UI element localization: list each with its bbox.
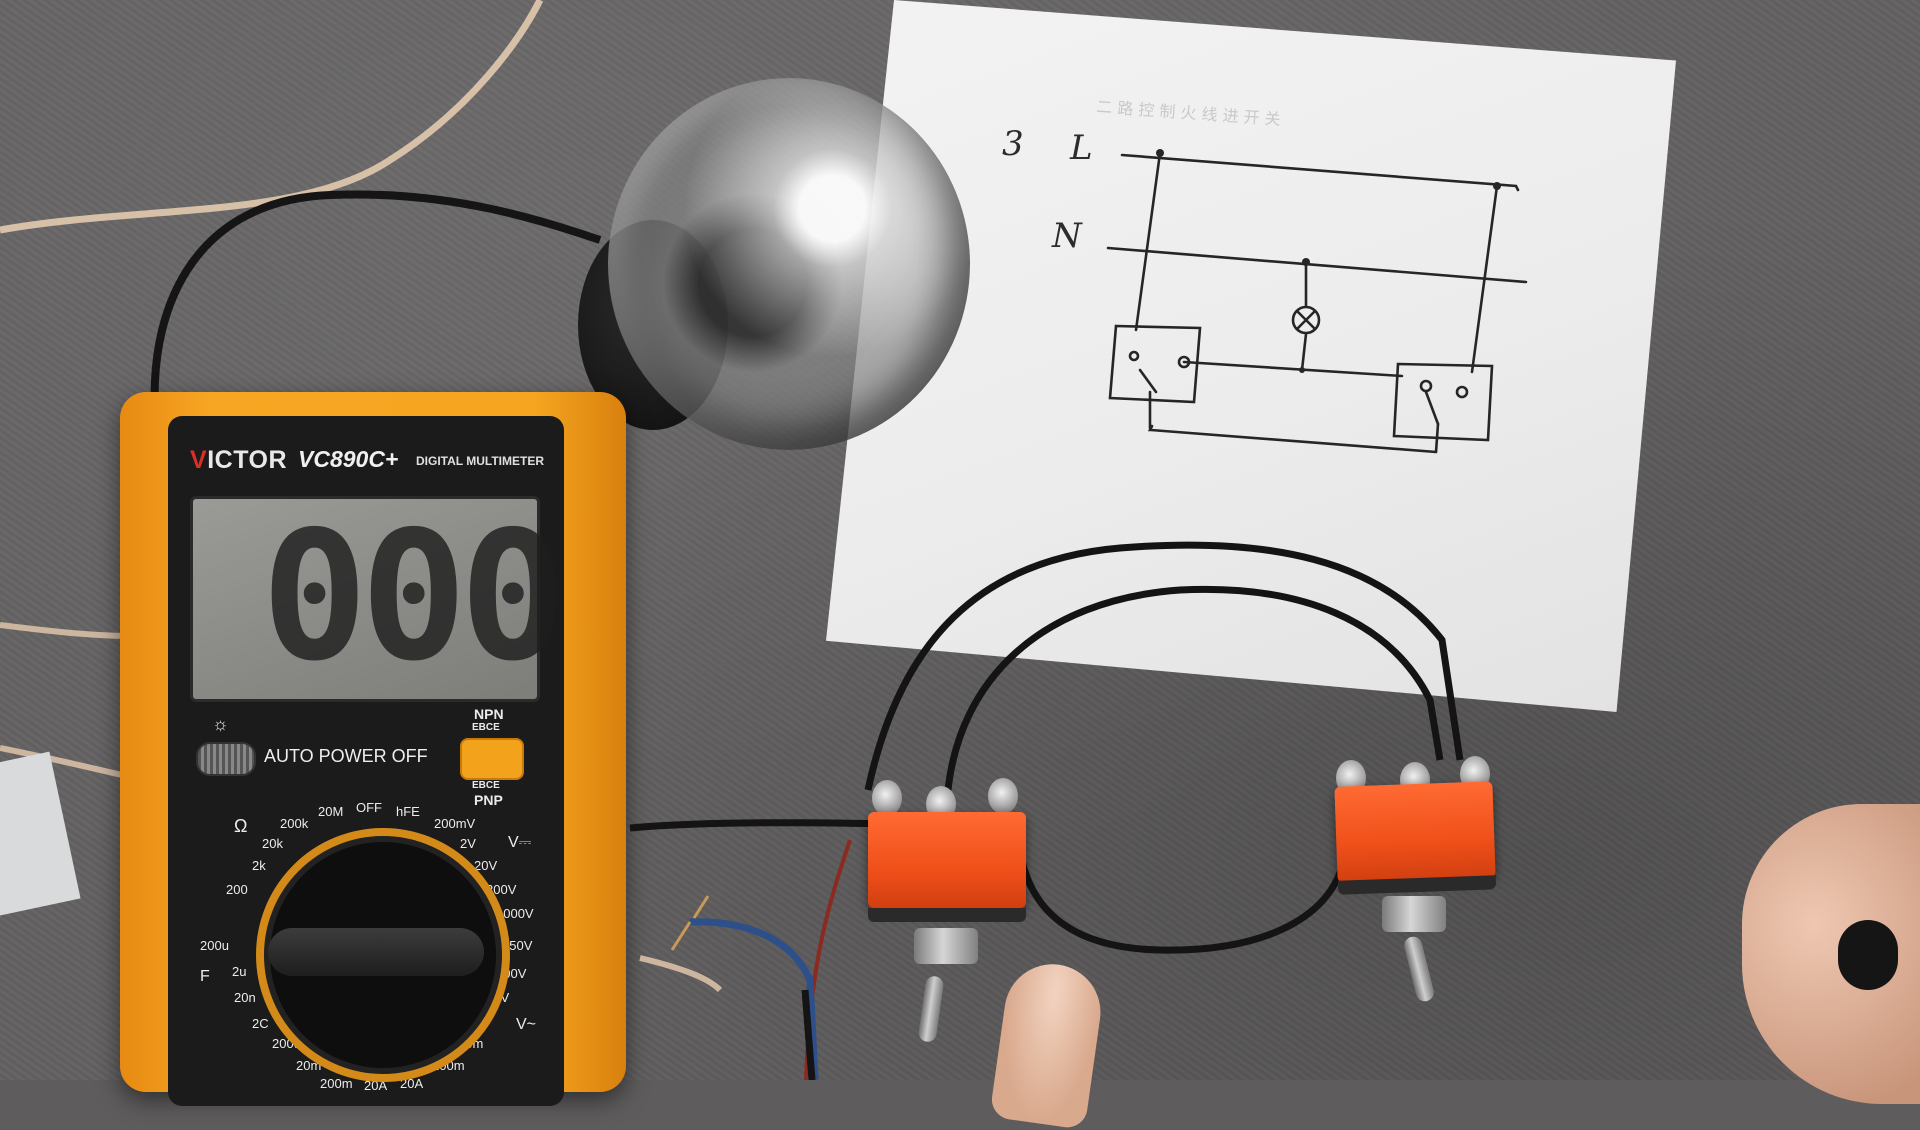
right-switch-down — [1434, 422, 1440, 454]
beige-wire — [0, 0, 544, 234]
range-20m: 20M — [318, 804, 344, 819]
range-2v: 2V — [460, 836, 476, 851]
lcd-display: 000 — [190, 496, 566, 702]
range-200u: 200u — [200, 938, 229, 953]
backlight-icon: ☼ — [212, 714, 229, 734]
ebce-top-label: EBCE — [472, 722, 500, 733]
neutral-line — [1106, 246, 1528, 284]
black-wire-loop — [1014, 827, 1348, 954]
range-capacitance: F — [200, 968, 210, 985]
black-wire-traveller-outer — [864, 541, 1464, 791]
lamp-to-switch — [1300, 332, 1308, 372]
pnp-label: PNP — [474, 792, 503, 808]
multimeter-model: VC890C+ — [298, 446, 399, 472]
range-vac: V~ — [516, 1016, 537, 1033]
range-vdc: V⎓ — [508, 834, 532, 851]
range-2u: 2u — [232, 964, 247, 979]
range-200: 200 — [226, 882, 248, 897]
diagram-neutral-label: N — [1052, 216, 1082, 256]
range-ohm: Ω — [234, 816, 248, 836]
switch-left-box — [1108, 324, 1202, 404]
live-drop-left — [1134, 151, 1162, 332]
range-20n: 20n — [234, 990, 256, 1005]
multimeter-subtitle: DIGITAL MULTIMETER — [416, 454, 544, 468]
range-2c: 2C — [252, 1016, 269, 1031]
range-2k: 2k — [252, 858, 266, 873]
switch-1-base — [868, 908, 1026, 922]
beige-wire-bottom — [639, 955, 723, 993]
diagram-live-label: L — [1070, 128, 1093, 168]
range-200k: 200k — [280, 816, 309, 831]
live-drop-right — [1470, 184, 1499, 374]
beige-wire-left — [0, 622, 131, 639]
light-bulb — [608, 78, 970, 450]
lcd-reading: 000 — [261, 493, 566, 700]
range-200mv: 200mV — [434, 816, 476, 831]
dial-knob[interactable] — [268, 928, 484, 976]
right-switch-blade — [1424, 390, 1440, 426]
multimeter-brand: VICTOR — [190, 446, 288, 474]
range-off: OFF — [356, 800, 382, 815]
hfe-socket[interactable] — [460, 738, 524, 780]
tool-handle — [1838, 920, 1898, 990]
switch-right-box — [1392, 362, 1494, 442]
ebce-bottom-label: EBCE — [472, 780, 500, 791]
black-wire-traveller-inner — [944, 585, 1444, 791]
black-wire-lamp — [150, 190, 602, 411]
auto-power-off-label: AUTO POWER OFF — [264, 746, 428, 766]
diagram-number: 3 — [1002, 124, 1024, 164]
multimeter: VICTOR VC890C+ DIGITAL MULTIMETER 000 ☼ … — [120, 392, 626, 1106]
blue-wire — [689, 918, 819, 1080]
range-20k: 20k — [262, 836, 283, 851]
switch-2-nut — [1382, 896, 1446, 932]
black-wire-bottom — [801, 989, 816, 1080]
range-1000v: 1000V — [496, 906, 534, 921]
switch-1-terminal-1 — [872, 780, 902, 816]
live-line — [1120, 153, 1520, 192]
switch-2-body — [1334, 781, 1496, 883]
switch-1-nut — [914, 928, 978, 964]
circuit-diagram: 二 路 控 制 火 线 进 开 关 — [1096, 97, 1528, 454]
switch-1-body — [868, 812, 1026, 908]
traveller-top — [1182, 360, 1404, 378]
left-switch-blade — [1138, 368, 1158, 394]
range-20v: 20V — [474, 858, 498, 873]
multimeter-face: VICTOR VC890C+ DIGITAL MULTIMETER 000 ☼ … — [168, 416, 566, 1106]
lamp-symbol — [1291, 305, 1321, 335]
npn-label: NPN — [474, 706, 504, 722]
range-hfe: hFE — [396, 804, 420, 819]
wires-front — [629, 541, 1464, 1080]
power-button[interactable] — [196, 742, 256, 776]
switch-1-terminal-3 — [988, 778, 1018, 814]
copper-strands — [670, 895, 710, 951]
rotary-selector-dial[interactable] — [256, 828, 510, 1082]
